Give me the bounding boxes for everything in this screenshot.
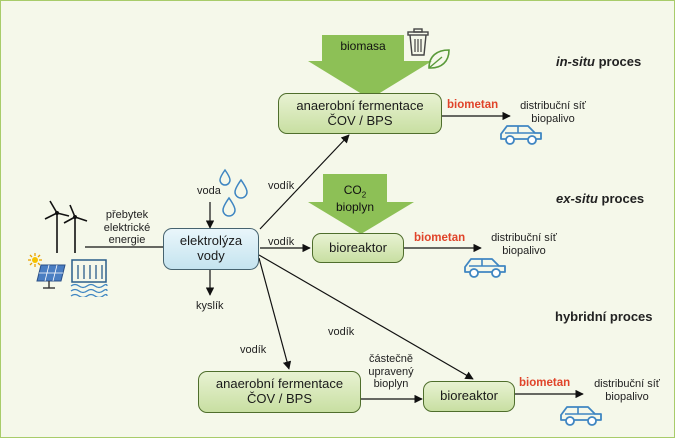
biomass-input-arrow [308,35,432,99]
biomass-label: biomasa [340,39,386,53]
co2-biogas-label: CO2 bioplyn [316,179,394,219]
hydrogen-label-top: vodík [268,180,295,192]
arrow-hydrogen-to-bioreactor-bottom [258,254,474,380]
hydro-dam-icon [70,259,108,297]
bioreactor-bottom-box: bioreaktor [423,381,515,412]
leaf-icon [428,49,450,69]
arrow-hydrogen-to-anaerobic-bottom [258,257,292,370]
water-drops-icon [219,168,248,217]
co2-input-arrow [308,174,414,234]
solar-panel-icon [28,253,66,289]
bioreactor-mid-box: bioreaktor [312,233,404,263]
hydrogen-label-mid: vodík [268,236,295,248]
co2-label: CO2 [343,183,367,200]
insitu-process-title: in-situ proces [556,54,642,69]
biogas-label: bioplyn [335,200,375,215]
water-label: voda [197,185,221,197]
oxygen-label: kyslík [196,300,224,312]
wind-turbine-icon [44,200,88,253]
trash-icon [407,28,429,56]
biomethane-label-mid: biometan [414,232,466,244]
hydrogen-label-bottom: vodík [240,344,267,356]
car-icon [560,406,602,426]
car-icon [464,258,506,278]
hydrogen-label-hybrid: vodík [328,326,355,338]
exsitu-process-title: ex-situ proces [556,191,645,206]
arrow-hydrogen-to-anaerobic-top [259,134,350,230]
hybrid-process-title: hybridní proces [555,309,653,324]
biomethane-label-top: biometan [447,99,499,111]
biomethane-label-bottom: biometan [519,377,571,389]
car-icon [500,125,542,145]
